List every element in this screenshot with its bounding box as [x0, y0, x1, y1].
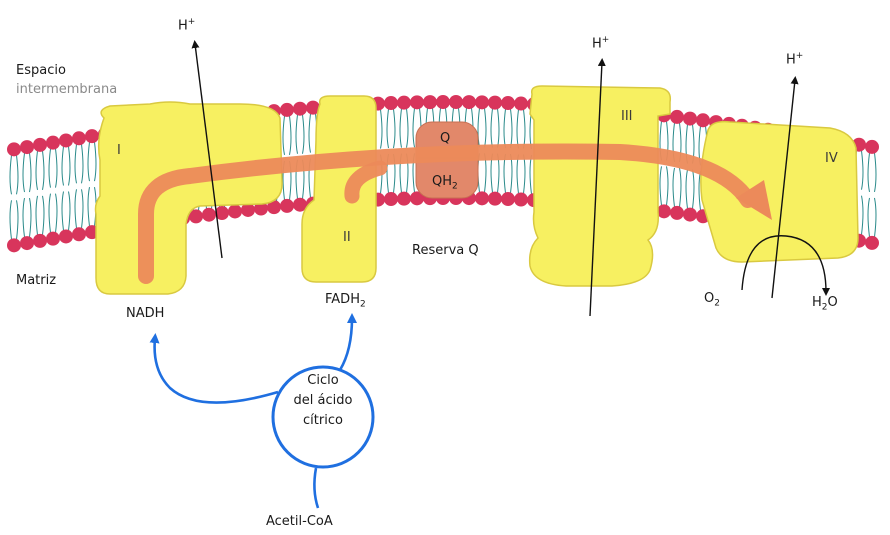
- lipid-head: [475, 95, 489, 109]
- acetil-coa-label: Acetil-CoA: [266, 515, 333, 528]
- lipid-tail: [10, 155, 12, 239]
- lipid-head: [202, 208, 216, 222]
- qh2-label: QH2: [432, 175, 458, 192]
- lipid-head: [501, 192, 515, 206]
- lipid-head: [384, 96, 398, 110]
- lipid-tail: [69, 146, 71, 230]
- lipid-head: [46, 136, 60, 150]
- intermembrana-label: intermembrana: [16, 83, 117, 96]
- cycle-arrow-to-fadh2: [340, 318, 352, 370]
- nadh-label: NADH: [126, 307, 164, 320]
- lipid-head: [865, 140, 879, 154]
- lipid-tail: [75, 144, 77, 228]
- lipid-head: [475, 191, 489, 205]
- lipid-head: [59, 229, 73, 243]
- lipid-head: [436, 95, 450, 109]
- lipid-head: [514, 97, 528, 111]
- lipid-head: [501, 96, 515, 110]
- fadh2-label: FADH2: [325, 293, 366, 310]
- lipid-head: [488, 192, 502, 206]
- matriz-label: Matriz: [16, 274, 56, 287]
- lipid-head: [488, 96, 502, 110]
- lipid-tail: [875, 153, 877, 237]
- lipid-head: [670, 110, 684, 124]
- lipid-head: [423, 95, 437, 109]
- lipid-head: [20, 236, 34, 250]
- lipid-tail: [49, 149, 51, 233]
- complex-i: [96, 102, 283, 294]
- citric-acid-cycle-label: Ciclo del ácido cítrico: [268, 371, 378, 431]
- espacio-label: Espacio: [16, 64, 66, 77]
- reserva-q-label: Reserva Q: [412, 244, 479, 257]
- lipid-head: [293, 102, 307, 116]
- lipid-tail: [30, 153, 32, 237]
- lipid-head: [228, 204, 242, 218]
- lipid-head: [85, 129, 99, 143]
- lipid-tail: [88, 142, 90, 226]
- lipid-head: [683, 208, 697, 222]
- lipid-head: [33, 234, 47, 248]
- complex-iii-label: III: [621, 110, 633, 123]
- cycle-line-3: cítrico: [268, 411, 378, 431]
- o2-label: O2: [704, 292, 720, 309]
- lipid-head: [280, 199, 294, 213]
- lipid-tail: [62, 146, 64, 230]
- lipid-head: [462, 95, 476, 109]
- lipid-head: [397, 96, 411, 110]
- q-label: Q: [440, 132, 450, 145]
- complex-iv-label: IV: [825, 152, 838, 165]
- complex-ii-label: II: [343, 231, 351, 244]
- lipid-tail: [36, 151, 38, 235]
- lipid-head: [514, 193, 528, 207]
- lipid-head: [59, 133, 73, 147]
- lipid-head: [72, 227, 86, 241]
- lipid-tail: [82, 144, 84, 228]
- lipid-head: [20, 140, 34, 154]
- lipid-tail: [56, 149, 58, 233]
- proton-label-complex-iv: H+: [786, 52, 803, 66]
- lipid-head: [7, 238, 21, 252]
- lipid-head: [7, 142, 21, 156]
- lipid-tail: [862, 151, 864, 235]
- lipid-tail: [868, 153, 870, 237]
- lipid-head: [280, 103, 294, 117]
- lipid-tail: [43, 151, 45, 235]
- lipid-head: [410, 95, 424, 109]
- lipid-head: [657, 204, 671, 218]
- acetyl-coa-input-line: [314, 468, 318, 508]
- lipid-head: [683, 112, 697, 126]
- complex-ii: [302, 96, 376, 282]
- lipid-head: [72, 131, 86, 145]
- lipid-head: [865, 236, 879, 250]
- proton-label-complex-iii: H+: [592, 36, 609, 50]
- h2o-label: H2O: [812, 296, 838, 313]
- cycle-line-1: Ciclo: [268, 371, 378, 391]
- lipid-head: [397, 192, 411, 206]
- lipid-head: [670, 206, 684, 220]
- lipid-head: [449, 95, 463, 109]
- complex-i-label: I: [117, 144, 121, 157]
- lipid-head: [384, 192, 398, 206]
- lipid-head: [46, 232, 60, 246]
- complex-iv: [701, 122, 858, 262]
- lipid-head: [696, 113, 710, 127]
- cycle-arrow-to-nadh: [155, 338, 278, 403]
- cycle-line-2: del ácido: [268, 391, 378, 411]
- lipid-head: [33, 138, 47, 152]
- lipid-tail: [17, 155, 19, 239]
- lipid-tail: [23, 153, 25, 237]
- proton-label-complex-i: H+: [178, 18, 195, 32]
